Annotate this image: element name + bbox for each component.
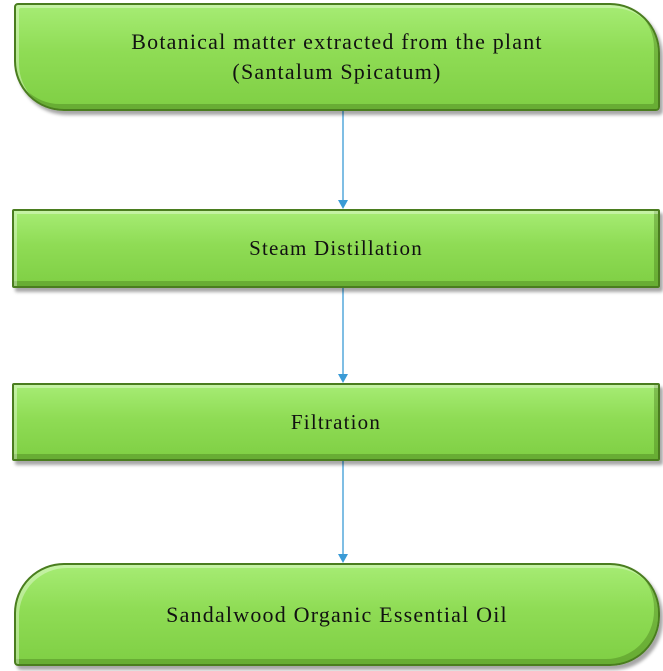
node-1-line-2: (Santalum Spicatum) [232,59,442,84]
arrowhead-2-3 [338,374,348,383]
node-text: Botanical matter extracted from the plan… [131,27,542,87]
node-2-label: Steam Distillation [249,236,423,260]
arrowhead-3-4 [338,554,348,563]
node-3-label: Filtration [290,409,382,434]
flow-node-filtration: Filtration [12,383,660,461]
node-4-label: Sandalwood Organic Essential Oil [166,601,508,627]
node-1-line-1: Botanical matter extracted from the plan… [131,29,543,54]
connector-2-3 [338,288,348,383]
connector-3-4 [338,461,348,563]
flow-node-essential-oil: Sandalwood Organic Essential Oil [14,563,660,666]
connector-1-2 [338,111,348,209]
flow-node-botanical-matter: Botanical matter extracted from the plan… [14,3,660,111]
flow-node-steam-distillation: Steam Distillation [12,209,660,288]
arrowhead-1-2 [338,200,348,209]
